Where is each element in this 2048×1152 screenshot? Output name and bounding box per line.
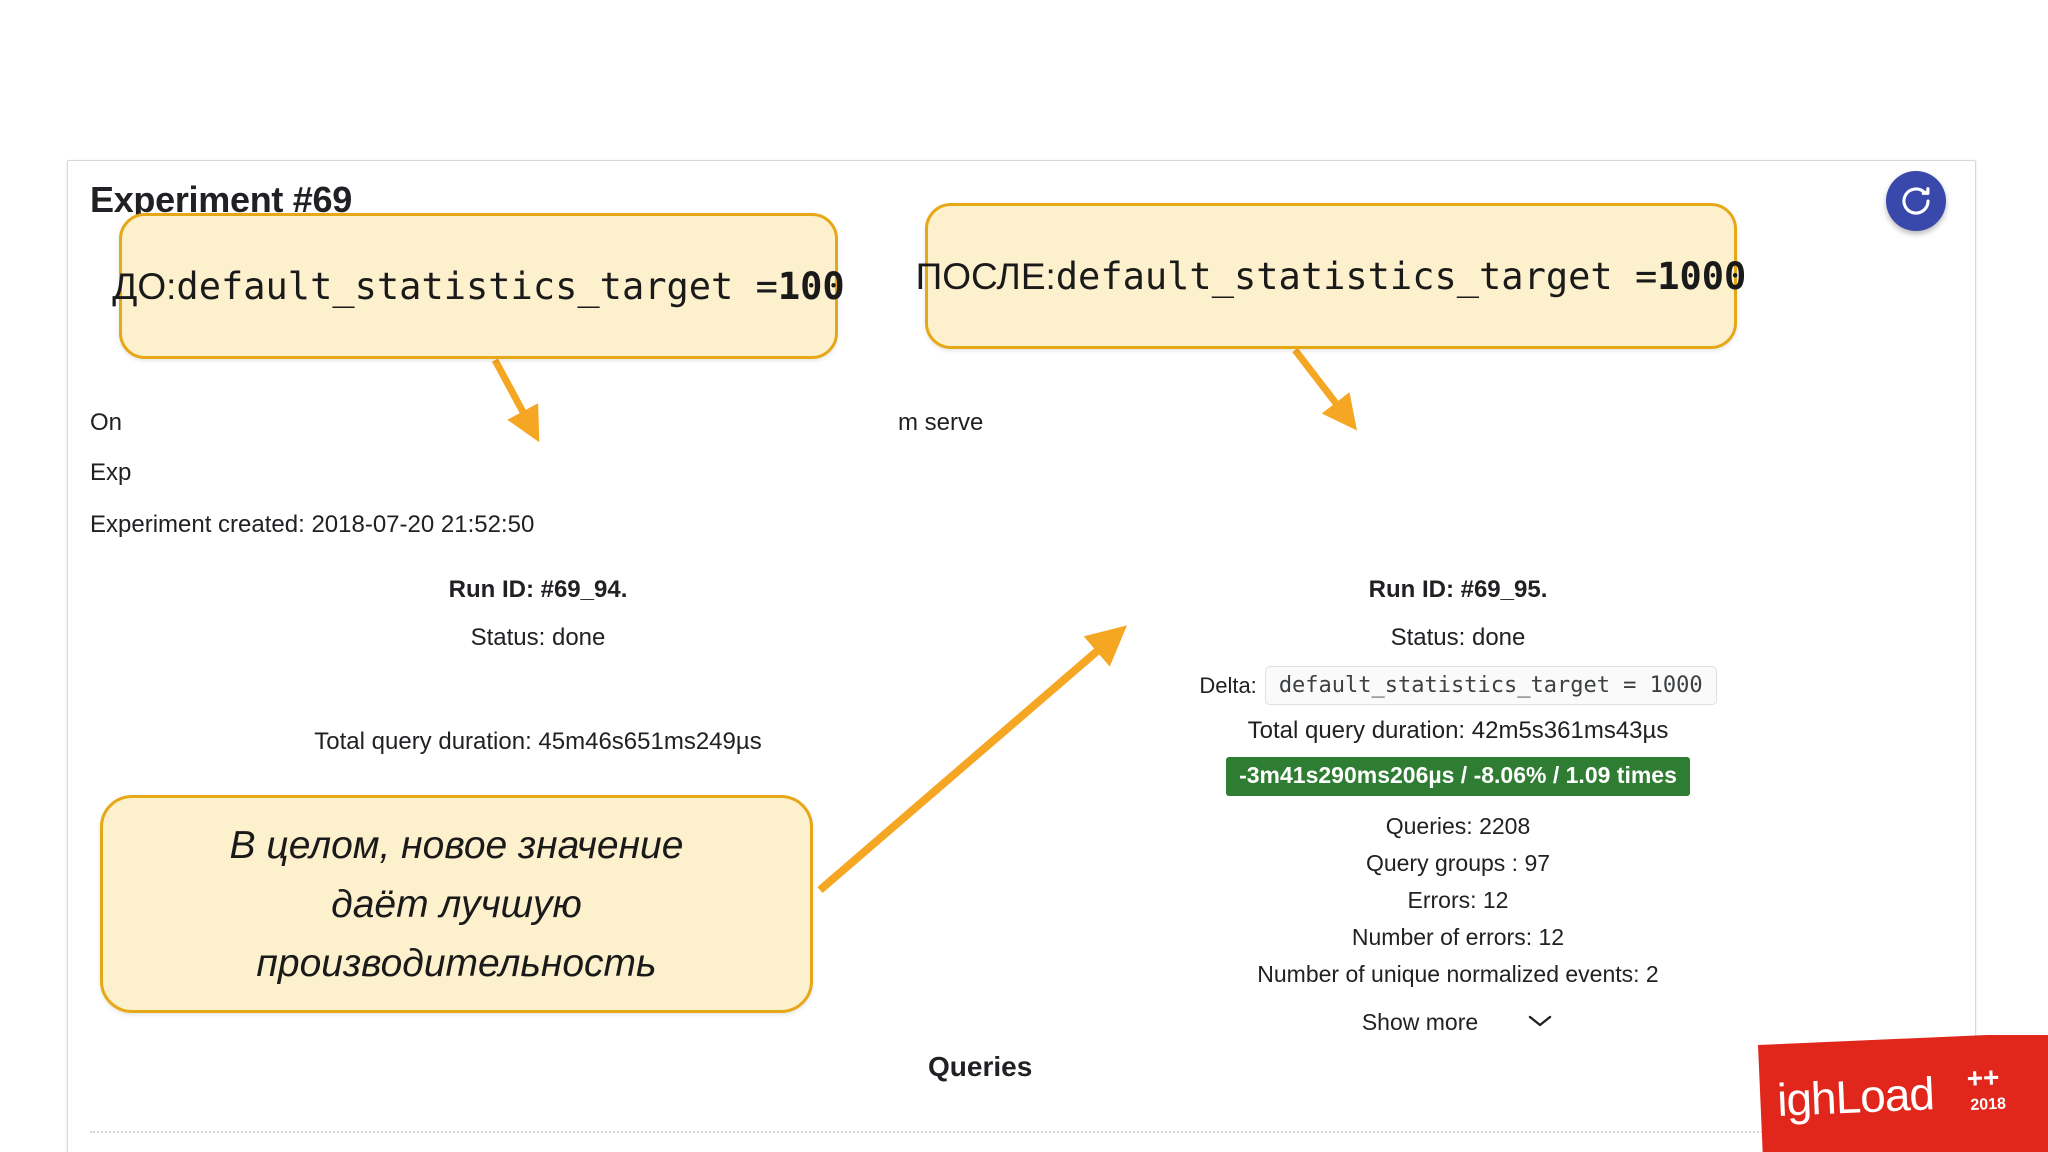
spacer xyxy=(108,666,968,728)
chevron-down-icon xyxy=(1526,1009,1554,1036)
run-id-label: Run ID: #69_95. xyxy=(1368,576,1548,603)
show-more-toggle[interactable]: Show more xyxy=(1028,1009,1888,1036)
delta-value: default_statistics_target = 1000 xyxy=(1264,666,1717,705)
status-badge: -3m41s290ms206µs / -8.06% / 1.09 times xyxy=(1226,757,1690,796)
run-status: Status: done xyxy=(470,624,606,651)
callout-before-value: 100 xyxy=(777,264,845,308)
note-line-3: производительность xyxy=(256,941,657,985)
callout-note-text: В целом, новое значение даёт лучшую прои… xyxy=(230,816,684,993)
logo-plusplus: ++ xyxy=(1966,1061,2001,1094)
run-column-right: Run ID: #69_95. Status: done Delta: defa… xyxy=(1028,576,1888,1036)
callout-after-label: ПОСЛЕ: xyxy=(915,255,1056,297)
callout-after-code: default_statistics_target = xyxy=(1055,254,1658,298)
callout-after-value: 1000 xyxy=(1657,254,1747,298)
show-more-label: Show more xyxy=(1361,1009,1479,1035)
note-line-1: В целом, новое значение xyxy=(229,823,684,867)
meta-line-2: Exp xyxy=(90,459,132,486)
delta-row: Delta: default_statistics_target = 1000 xyxy=(1028,666,1888,705)
queries-heading: Queries xyxy=(928,1051,1033,1082)
callout-before-code: default_statistics_target = xyxy=(176,264,778,308)
run-id-label: Run ID: #69_94. xyxy=(448,576,628,603)
stat-errors: Errors: 12 xyxy=(1407,887,1509,913)
delta-badge-wrap: -3m41s290ms206µs / -8.06% / 1.09 times xyxy=(1028,757,1888,796)
total-query-duration: Total query duration: 42m5s361ms43µs xyxy=(1247,717,1669,744)
section-divider xyxy=(90,1131,1950,1133)
run-status: Status: done xyxy=(1390,624,1526,651)
callout-before-label: ДО: xyxy=(112,265,177,307)
logo-text-light: ighLoad xyxy=(1776,1067,1935,1126)
callout-note: В целом, новое значение даёт лучшую прои… xyxy=(100,795,813,1013)
total-query-duration: Total query duration: 45m46s651ms249µs xyxy=(314,728,762,755)
refresh-button[interactable] xyxy=(1886,171,1946,231)
logo-text: ighLoad xyxy=(1776,1066,1935,1127)
run-stats: Queries: 2208 Query groups : 97 Errors: … xyxy=(1028,808,1888,993)
stat-query-groups: Query groups : 97 xyxy=(1365,850,1551,876)
callout-after-text: ПОСЛЕ: default_statistics_target = 1000 xyxy=(916,255,1747,298)
callout-before: ДО: default_statistics_target = 100 xyxy=(112,213,845,359)
logo-year: 2018 xyxy=(1970,1095,2007,1114)
callout-before-text: ДО: default_statistics_target = 100 xyxy=(112,265,844,308)
refresh-icon xyxy=(1899,184,1933,218)
stat-queries: Queries: 2208 xyxy=(1385,813,1531,839)
stat-number-of-errors: Number of errors: 12 xyxy=(1351,924,1565,950)
stat-unique-normalized-events: Number of unique normalized events: 2 xyxy=(1257,961,1659,987)
meta-fragment-server: m serve xyxy=(898,409,984,436)
highload-logo: ighLoad ++ 2018 xyxy=(1748,1035,2048,1152)
experiment-created: Experiment created: 2018-07-20 21:52:50 xyxy=(90,511,535,538)
note-line-2: даёт лучшую xyxy=(331,882,582,926)
meta-line-1: On xyxy=(90,409,123,436)
delta-label: Delta: xyxy=(1199,672,1257,698)
callout-after: ПОСЛЕ: default_statistics_target = 1000 xyxy=(916,203,1746,349)
